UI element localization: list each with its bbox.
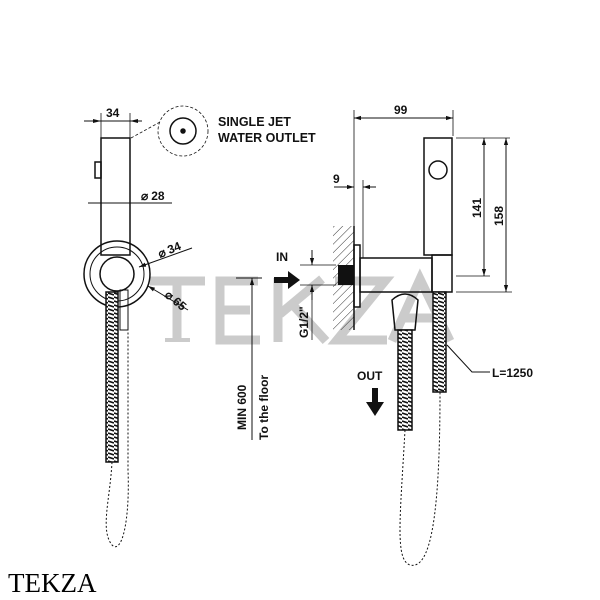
dim-dia-65: ⌀65 (162, 288, 189, 314)
flange (353, 244, 361, 308)
holder-circle (99, 256, 135, 292)
hose-length-label: L=1250 (492, 366, 533, 380)
brand-logo: TEKZA (8, 568, 97, 598)
hose-out (397, 329, 413, 431)
outlet-label-2: WATER OUTLET (218, 131, 316, 145)
dim-dia-28-value: 28 (151, 189, 165, 203)
push-button (94, 161, 102, 179)
handle-front (100, 137, 131, 256)
out-label: OUT (357, 369, 383, 383)
detail-circle (157, 105, 209, 157)
diameter-symbol: ⌀ (141, 189, 149, 203)
hose-handle (432, 291, 447, 393)
dim-99: 99 (394, 103, 408, 117)
in-arrow-icon (274, 271, 300, 289)
dim-9: 9 (333, 172, 340, 186)
side-view (300, 110, 512, 566)
min-height-label: MIN 600 (235, 384, 249, 430)
hose-front (105, 291, 119, 463)
dim-dia-34: ⌀34 (156, 239, 183, 261)
dim-dia-34-value: 34 (165, 239, 183, 257)
outlet-label-1: SINGLE JET (218, 115, 291, 129)
thread-label: G1/2" (297, 306, 311, 338)
thread (338, 265, 354, 285)
dim-158: 158 (492, 206, 506, 226)
out-arrow-icon (366, 388, 384, 416)
hose-connector (391, 293, 419, 331)
to-floor-label: To the floor (257, 375, 271, 440)
front-view (83, 105, 262, 548)
dim-141: 141 (470, 198, 484, 218)
dim-dia-28: ⌀28 (141, 189, 165, 203)
handle-side (423, 137, 453, 256)
in-label: IN (276, 250, 288, 264)
single-jet-outlet-icon (169, 117, 197, 145)
dim-34: 34 (106, 106, 120, 120)
